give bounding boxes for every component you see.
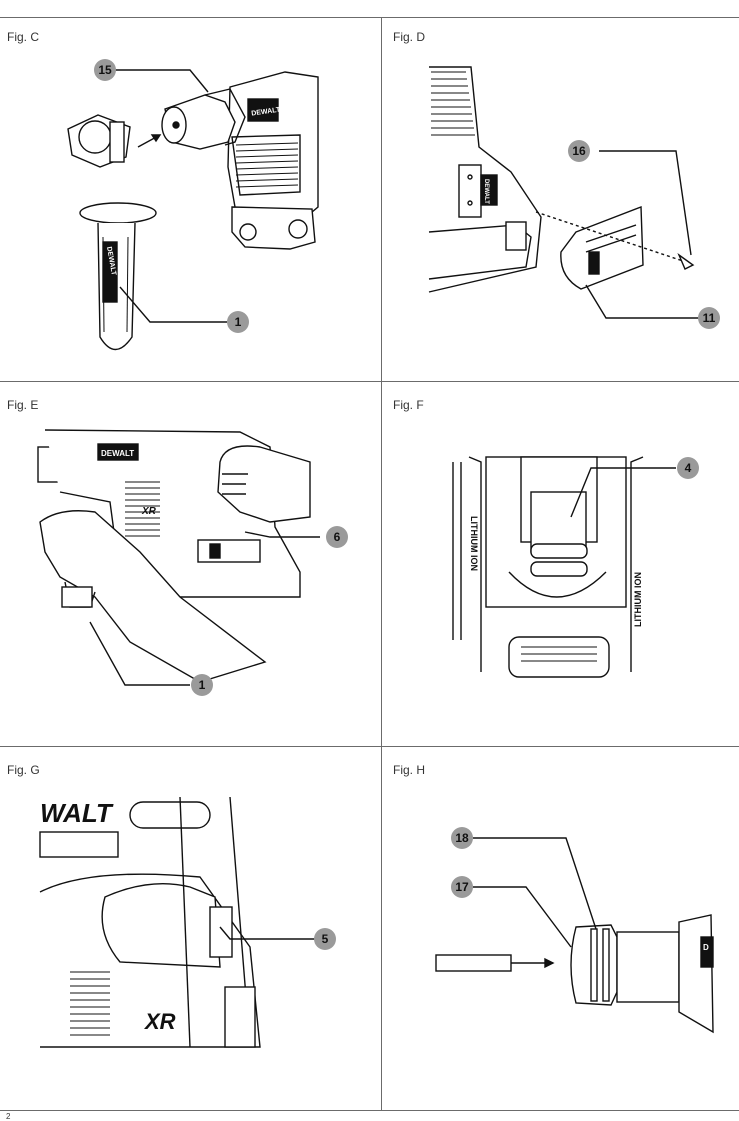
fig-f-brand-left: LITHIUM ION — [469, 516, 479, 571]
row-divider-1 — [0, 381, 739, 382]
fig-g-label: Fig. G — [7, 763, 40, 777]
fig-h-label: Fig. H — [393, 763, 426, 777]
callout-4: 4 — [677, 457, 699, 479]
page-number: 2 — [6, 1112, 11, 1121]
callout-17: 17 — [451, 876, 473, 898]
fig-d-illustration: DEWALT — [428, 66, 701, 319]
fig-h-illustration: D — [435, 837, 714, 1034]
fig-e-illustration: DEWALT XR — [37, 429, 320, 686]
fig-f-brand-right: LITHIUM ION — [633, 572, 643, 627]
callout-5: 5 — [314, 928, 336, 950]
callout-16: 16 — [568, 140, 590, 162]
row-divider-2 — [0, 746, 739, 747]
fig-c-brand-top: DEWALT — [251, 107, 281, 118]
top-border — [0, 17, 739, 18]
callout-1-fig-e: 1 — [191, 674, 213, 696]
callout-15: 15 — [94, 59, 116, 81]
fig-d-label: Fig. D — [393, 30, 426, 44]
callout-11: 11 — [698, 307, 720, 329]
fig-c-label: Fig. C — [7, 30, 40, 44]
fig-e-brand: DEWALT — [101, 449, 134, 458]
fig-f-label: Fig. F — [393, 398, 424, 412]
callout-1: 1 — [227, 311, 249, 333]
fig-d-brand: DEWALT — [483, 179, 489, 204]
callout-6: 6 — [326, 526, 348, 548]
fig-g-illustration: WALT XR — [39, 796, 315, 1048]
callout-18: 18 — [451, 827, 473, 849]
fig-g-xr: XR — [143, 1009, 176, 1034]
column-divider — [381, 17, 382, 1110]
fig-e-label: Fig. E — [7, 398, 39, 412]
bottom-border — [0, 1110, 739, 1111]
fig-f-illustration: LITHIUM ION LITHIUM ION — [452, 456, 676, 678]
fig-h-brand: D — [703, 943, 709, 952]
fig-c-illustration: DEWALT DEWALT — [67, 69, 319, 351]
fig-g-brand: WALT — [40, 798, 114, 828]
